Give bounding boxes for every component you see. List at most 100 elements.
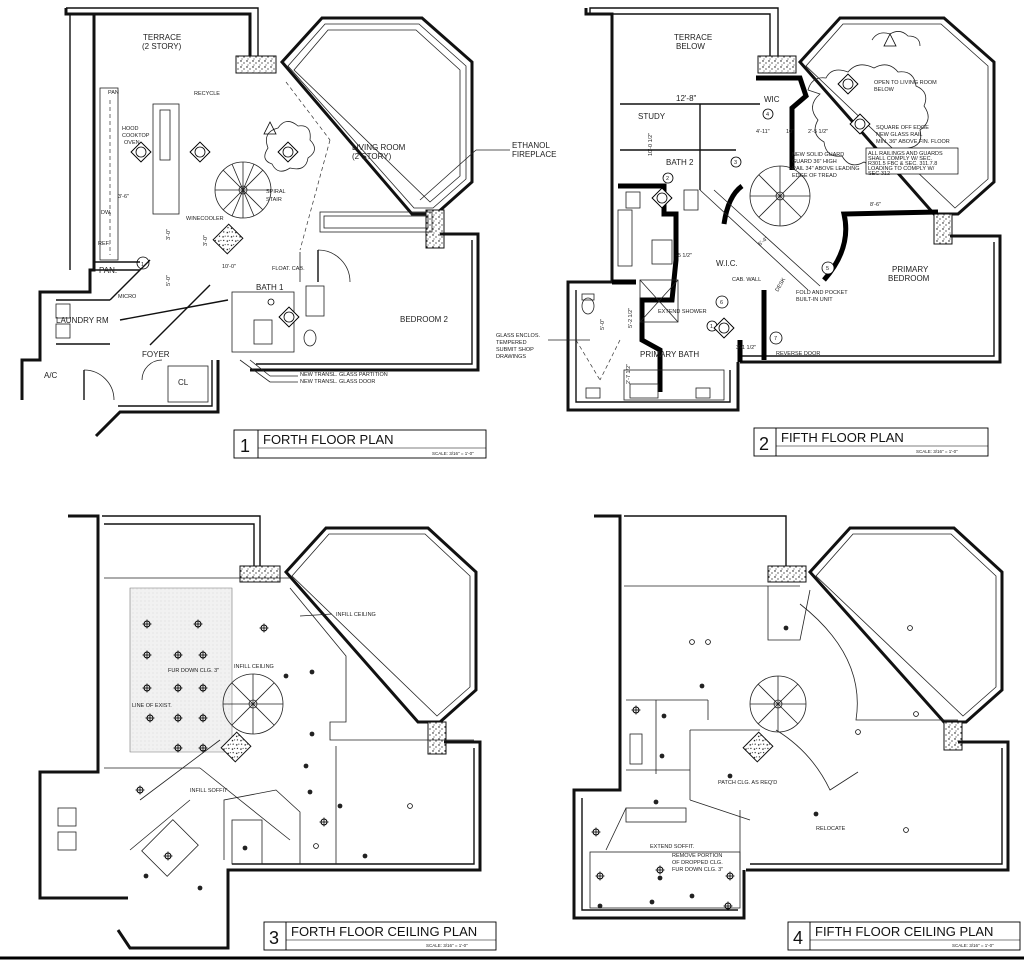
plan2-label-primary-bedroom-2: BEDROOM [888,274,930,283]
plan4-number: 4 [793,928,803,948]
plan2-scale: SCALE: 3/16" = 1'-0" [916,449,958,454]
plan2-note-guard-1: NEW SOLID GUARD [792,152,844,158]
plan2-note-glass-4: DRAWINGS [496,354,526,360]
plan4-outer-wall [572,514,746,920]
plan2-dim-h: 2'-7 1/2" [626,364,632,384]
plan2-label-reverse-door: REVERSE DOOR [776,351,820,357]
plan2-label-primary-bedroom-1: PRIMARY [892,265,929,274]
plan1-label-bedroom2: BEDROOM 2 [400,315,449,324]
plan4-title-block: 4 FIFTH FLOOR CEILING PLAN SCALE: 3/16" … [787,921,1021,951]
plan4-octagon-bay [807,526,1004,724]
plan2-note-open-2: BELOW [874,87,895,93]
plan2-dim-f: 8'-6" [870,202,881,208]
plan2-dim-top: 12'-8" [676,94,697,103]
forth-floor-plan: 1 TERRACE (2 STORY) LIVING ROOM (2 STORY… [20,7,556,459]
plan1-bath-1 [231,285,325,353]
plan4-label-remove-2: OF DROPPED CLG. [672,860,723,866]
plan4-scale: SCALE: 3/16" = 1'-0" [952,943,994,948]
plan1-label-foyer: FOYER [142,350,170,359]
plan2-label-study: STUDY [638,112,666,121]
plan2-octagon-bay [797,16,996,216]
plan1-label-bath1: BATH 1 [256,283,284,292]
plan2-note-sq-1: SQUARE OFF EDGE [876,125,929,131]
fifth-floor-plan: 4 2 3 5 6 7 1 TERRACE BELOW 12'-8" STUDY… [496,7,1002,457]
plan2-new-walls-wic [756,75,809,170]
plan1-label-stair: STAIR [266,197,282,203]
plan2-title-block: 2 FIFTH FLOOR PLAN SCALE: 3/16" = 1'-0" [753,427,989,457]
plan2-spiral-stair [749,165,811,227]
plan2-dim-d: 6'-4" [757,236,769,248]
plan1-terrace-wall [94,12,252,56]
plan2-note-rail-3: R301.5 FBC & SEC. 311.7.8 [868,161,937,167]
plan2-keynote-3: 3 [734,160,737,166]
plan1-label-dw: DW. [101,210,112,216]
plan2-label-fold-1: FOLD AND POCKET [796,290,848,296]
plan4-light-fixtures [591,625,919,911]
plan2-dim-v1: 10'-0 1/2" [648,133,654,156]
plan2-label-primary-bath: PRIMARY BATH [640,350,699,359]
plan1-octagon-bay [280,16,474,216]
plan1-dim-3: 5'-0" [166,275,172,286]
plan3-scale: SCALE: 3/16" = 1'-0" [426,943,468,948]
plan2-note-rail-1: ALL RAILINGS AND GUARDS [868,151,943,157]
plan3-number: 3 [269,928,279,948]
plan1-label-pan-top: PAN [108,90,119,96]
plan2-note-rail-5: SEC 312 [868,171,890,177]
plan4-label-extend-soffit: EXTEND SOFFIT. [650,844,695,850]
plan2-label-extend-shower: EXTEND SHOWER [658,309,707,315]
plan2-dim-j: 5'-2 1/2" [628,308,634,328]
plan2-label-bath2: BATH 2 [666,158,694,167]
plan1-title: FORTH FLOOR PLAN [263,432,394,447]
plan2-note-guard-4: EDGE OF TREAD [792,173,837,179]
plan3-title: FORTH FLOOR CEILING PLAN [291,924,477,939]
plan1-tag-1: 1 [141,262,144,268]
plan4-label-patch: PATCH CLG. AS REQ'D [718,780,777,786]
plan4-label-remove-3: FUR DOWN CLG. 3" [672,867,723,873]
plan1-label-laundry: LAUNDRY RM [56,316,109,325]
plan2-note-guard-3: RAIL 34" ABOVE LEADING [792,166,859,172]
forth-floor-ceiling-plan: INFILL CEILING INFILL CEILING FUR DOWN C… [38,514,497,951]
plan3-label-infill-ceiling-1: INFILL CEILING [336,612,376,618]
plan1-label-ac: A/C [44,371,58,380]
plan4-title: FIFTH FLOOR CEILING PLAN [815,924,993,939]
plan1-dim-2: 3'-0" [166,229,172,240]
plan2-label-wic2: W.I.C. [716,259,738,268]
plan2-label-wic: WIC [764,95,780,104]
plan1-label-cooktop: COOKTOP [122,133,150,139]
plan1-label-fireplace: FIREPLACE [512,150,556,159]
fifth-floor-ceiling-plan: PATCH CLG. AS REQ'D RELOCATE EXTEND SOFF… [572,514,1021,951]
plan2-label-fold-2: BUILT-IN UNIT [796,297,833,303]
plan2-note-sq-2: NEW GLASS RAIL [876,132,922,138]
plan1-number: 1 [240,436,250,456]
plan3-label-infill-soffit: INFILL SOFFIT [190,788,228,794]
plan1-label-float-cab: FLOAT. CAB. [272,266,305,272]
plan1-spiral-stair [214,161,272,219]
plan1-label-terrace-sub: (2 STORY) [142,42,182,51]
plan1-stone-column-a [235,55,277,74]
plan3-octagon-bay [283,526,478,724]
plan2-dim-e: -5 1/2" [676,253,692,259]
plan1-scale: SCALE: 3/16" = 1'-0" [432,451,474,456]
plan1-label-living-room: LIVING ROOM [352,143,406,152]
plan1-label-ref: REF. [98,241,110,247]
plan2-note-guard-2: GUARD 36" HIGH [792,159,837,165]
plan1-bedroom-wall [250,232,480,372]
plan1-label-pan: PAN. [99,266,117,275]
plan2-keynote-6: 6 [720,300,723,306]
plan1-label-winecooler: WINECOOLER [186,216,224,222]
plan2-note-open-1: OPEN TO LIVING ROOM [874,80,937,86]
plan2-dim-b: 10" [786,129,794,135]
plan2-new-walls-bath [618,183,679,392]
plan1-label-ethanol: ETHANOL [512,141,550,150]
plan2-note-sq-3: MIN. 36" ABOVE FIN. FLOOR [876,139,950,145]
plan1-label-recycle: RECYCLE [194,91,220,97]
plan1-plant [264,121,315,172]
plan1-title-block: 1 FORTH FLOOR PLAN SCALE: 3/16" = 1'-0" [233,429,487,459]
plan1-fireplace [319,211,433,233]
plan1-label-glass-door: NEW TRANSL. GLASS DOOR [300,379,375,385]
plan2-note-glass-1: GLASS ENCLOS. [496,333,540,339]
plan1-south-wall [94,360,220,438]
plan1-west-wall [20,8,96,400]
plan2-dim-i: 3'-1 1/2" [736,345,756,351]
plan2-note-rail-4: LOADING TO COMPLY W/ [868,166,935,172]
